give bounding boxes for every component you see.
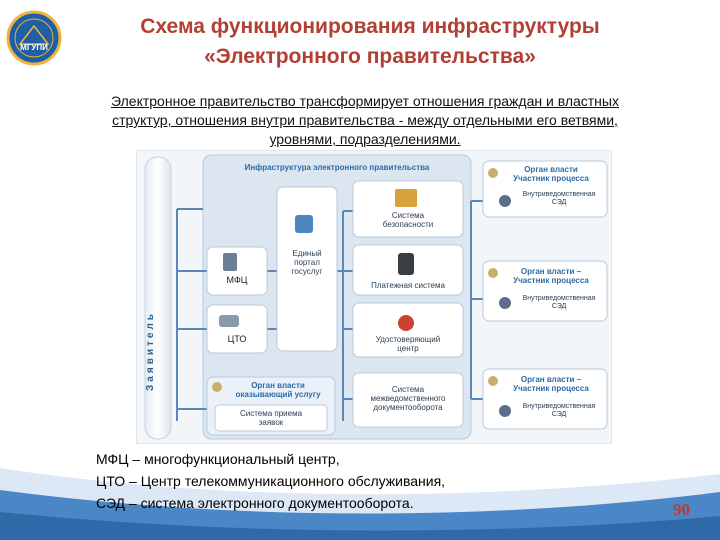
infrastructure-title: Инфраструктура электронного правительств… [244, 163, 430, 172]
sed-label-line: документооборота [373, 403, 443, 412]
cto-label: ЦТО [227, 334, 247, 344]
mfc-label: МФЦ [226, 275, 248, 285]
participant-sed-2: Внутриведомственная СЭД [513, 295, 605, 311]
participant-sed-3: Внутриведомственная СЭД [513, 403, 605, 419]
page-title: Схема функционирования инфраструктуры «Э… [70, 12, 670, 72]
participant-box-2 [482, 260, 608, 322]
participant-title-line: Орган власти – [520, 267, 582, 276]
user-icon [499, 405, 511, 417]
portal-label-line: портал [294, 258, 320, 267]
security-label-line: безопасности [382, 220, 434, 229]
legend-mfc: МФЦ – многофункциональный центр, [96, 451, 340, 467]
user-icon [499, 297, 511, 309]
mfc-building-icon [223, 253, 237, 271]
participant-sed-line: Внутриведомственная [522, 295, 596, 302]
sed-label-line: межведомственного [370, 394, 446, 403]
page-number: 90 [673, 500, 690, 519]
title-line-1: Схема функционирования инфраструктуры [140, 15, 600, 38]
legend-cto: ЦТО – Центр телекоммуникационного обслуж… [96, 473, 446, 489]
ca-label-line: Удостоверяющий [375, 335, 441, 344]
reception-label-line: Система приема [239, 409, 303, 418]
service-org-label-line: Орган власти [251, 381, 305, 390]
ca-label: Удостоверяющий центр [353, 335, 463, 353]
intro-line-3: уровнями, подразделениями. [269, 131, 461, 147]
reception-label: Система приема заявок [215, 409, 327, 427]
legend: МФЦ – многофункциональный центр, ЦТО – Ц… [96, 448, 636, 514]
portal-globe-icon [295, 215, 313, 233]
participant-title-line: Участник процесса [513, 276, 589, 285]
participant-sed-line: Внутриведомственная [522, 191, 596, 198]
service-org-label: Орган власти оказывающий услугу [223, 381, 333, 399]
reception-box [214, 404, 328, 432]
intro-line-2: структур, отношения внутри правительства… [112, 112, 618, 128]
user-icon [499, 195, 511, 207]
bottom-decorative-band [0, 468, 720, 540]
participant-box-1 [482, 160, 608, 218]
university-logo: МГУПИ [6, 10, 62, 66]
portal-box [276, 186, 338, 352]
portal-label: Единый портал госуслуг [277, 249, 337, 276]
participant-title-line: Участник процесса [513, 384, 589, 393]
participant-box-3 [482, 368, 608, 430]
title-line-2: «Электронного правительства» [204, 45, 536, 68]
participant-emblem-icon [488, 168, 498, 178]
participant-title-3: Орган власти – Участник процесса [501, 375, 601, 393]
participant-sed-line: СЭД [551, 411, 567, 418]
participant-sed-1: Внутриведомственная СЭД [513, 191, 605, 207]
logo-text: МГУПИ [20, 43, 48, 52]
participant-sed-line: СЭД [551, 199, 567, 206]
sed-label: Система межведомственного документооборо… [353, 385, 463, 412]
participant-title-line: Участник процесса [513, 174, 589, 183]
participant-title-line: Орган власти – [520, 375, 582, 384]
infrastructure-diagram: Заявитель Инфраструктура электронного пр… [136, 150, 612, 444]
cto-terminal-icon [219, 315, 239, 327]
portal-label-line: Единый [292, 249, 322, 258]
legend-sed: СЭД – система электронного документообор… [96, 495, 414, 511]
security-safe-icon [395, 189, 417, 207]
participant-sed-line: СЭД [551, 303, 567, 310]
participant-emblem-icon [488, 268, 498, 278]
service-emblem-icon [212, 382, 222, 392]
service-org-label-line: оказывающий услугу [235, 390, 321, 399]
payment-terminal-icon [398, 253, 414, 275]
reception-label-line: заявок [258, 418, 284, 427]
participant-emblem-icon [488, 376, 498, 386]
cto-box [206, 304, 268, 354]
participant-sed-line: Внутриведомственная [522, 403, 596, 410]
security-box [352, 180, 464, 238]
payment-label: Платежная система [371, 281, 445, 290]
applicant-pillar [144, 156, 172, 440]
mfc-box [206, 246, 268, 296]
participant-title-1: Орган власти Участник процесса [501, 165, 601, 183]
applicant-label: Заявитель [145, 311, 156, 391]
sed-label-line: Система [391, 385, 425, 394]
intro-text: Электронное правительство трансформирует… [30, 92, 700, 149]
participant-title-2: Орган власти – Участник процесса [501, 267, 601, 285]
portal-label-line: госуслуг [291, 267, 323, 276]
diagram-graphics [144, 154, 608, 440]
security-label-line: Система [391, 211, 425, 220]
ca-seal-icon [398, 315, 414, 331]
participant-title-line: Орган власти [524, 165, 578, 174]
security-label: Система безопасности [353, 211, 463, 229]
ca-label-line: центр [397, 344, 419, 353]
sed-box [352, 372, 464, 428]
intro-line-1: Электронное правительство трансформирует… [111, 93, 619, 109]
